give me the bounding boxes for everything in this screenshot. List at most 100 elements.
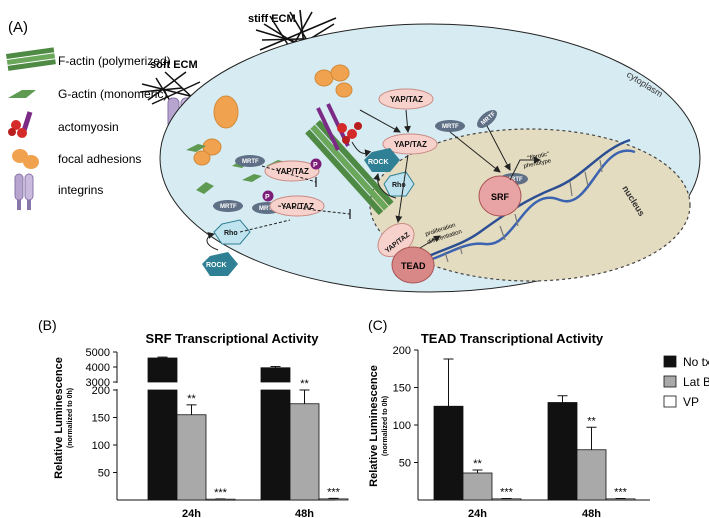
actomyosin-icon [8,111,33,138]
mrtf-text-3: MRTF [259,206,276,212]
chart-b-tick-label: 100 [92,440,110,452]
chart-b-sig-label: ** [300,378,309,390]
chart-b-bar [289,403,320,501]
chart-b-tick-label: 4000 [86,362,110,374]
chart-c-tick-label: 150 [393,383,411,395]
chart-b-sig-label: *** [214,487,228,499]
yap-taz-text-4: YAP/TAZ [281,202,314,211]
chart-c-bar [491,498,522,501]
g-actin-icon [8,90,36,98]
chart-c-title: TEAD Transcriptional Activity [421,331,604,346]
chart-c-tick-label: 200 [393,345,411,357]
legend-g-actin: G-actin (monomeric) [58,87,167,101]
chart-b-ylabel-sub: (normalized to 0h) [67,388,74,448]
focal-adhesions-soft [193,95,239,166]
actomyosin [316,103,362,151]
yap-taz-nodes [264,88,438,258]
focal-adhesion-icon [12,149,39,169]
chart-b-tick-label: 50 [98,468,110,480]
srf-node [478,175,522,217]
chart-c-tick-label: 50 [399,458,411,470]
legend-integrins: integrins [58,183,103,197]
panel-a-label: (A) [8,19,28,36]
phospho-text-2: P [265,194,270,201]
chart-c-bar [462,472,493,501]
rock-text-2: ROCK [206,262,227,269]
legend-f-actin: F-actin (polymerized) [58,54,171,68]
chart-c-bar [547,402,578,501]
mrtf-text-2: MRTF [220,204,237,210]
chart-c-ylabel-sub: (normalized to 0h) [382,396,389,456]
chart-b-title: SRF Transcriptional Activity [146,331,320,346]
nucleus [369,128,691,282]
yap-taz-text-3: YAP/TAZ [276,167,309,176]
legend-swatch-no-tx [663,355,677,368]
rho-text-2: Rho [224,230,238,237]
f-actin-icon [6,47,56,71]
chart-c-ylabel-main: Relative Luminescence [368,365,380,487]
chart-b-category-label: 24h [182,508,201,518]
chart-b-bar [260,367,291,383]
chart-b-bar [318,498,349,501]
chart-b-sig-label: *** [327,486,341,498]
panel-b-label: (B) [38,317,57,333]
chart-b-tick-label: 150 [92,413,110,425]
soft-ecm-fibers [139,71,201,105]
phospho-text-1: P [313,162,318,169]
mrtf-text-4: MRTF [442,124,459,130]
legend-label-vp: VP [683,395,699,409]
legend-label-no-tx: No tx [683,355,709,369]
yap-taz-text-1: YAP/TAZ [390,95,423,104]
tead-node [391,246,435,284]
srf-outcome-2: phenotype [523,158,552,170]
integrin-icon [14,173,34,210]
rock-text-1: ROCK [368,159,389,166]
pathway-arrows [206,109,541,251]
chart-c-tick-label: 100 [393,420,411,432]
chart-b-bar [260,389,291,501]
phospho-markers [262,158,322,202]
chart-c-bar [433,405,464,501]
chart-c-category-label: 48h [582,508,601,518]
legend-a: F-actin (polymerized) G-actin (monomeric… [6,47,171,210]
panel-c-label: (C) [368,317,387,333]
chart-b-bar [147,357,178,383]
srf-text: SRF [491,192,510,202]
rock-rho-inactive [202,219,251,276]
chart-b-tick-label: 200 [92,385,110,397]
chart-b-bar [176,414,207,501]
soft-ecm-label: soft ECM [150,59,198,71]
tead-text: TEAD [401,261,426,271]
chart-c-sig-label: ** [473,458,482,470]
inhibition-lines [239,165,351,233]
chart-legend: No tx Lat B VP [663,355,709,409]
chart-c-ylabel: Relative Luminescence (normalized to 0h) [368,365,389,487]
chart-c-bar [576,449,607,501]
chart-c-sig-label: ** [587,415,596,427]
chart-c-sig-label: *** [614,487,628,499]
yap-taz-text-2: YAP/TAZ [394,140,427,149]
chart-c-bar [605,498,636,501]
legend-swatch-vp [663,395,677,408]
legend-label-lat-b: Lat B [683,375,709,389]
rock-rho-active [364,148,415,197]
legend-focal-adhesions: focal adhesions [58,152,141,166]
legend-actomyosin: actomyosin [58,120,119,134]
chart-b-bar [147,389,178,501]
mrtf-text-6: MRTF [506,177,523,183]
chart-b-ylabel: Relative Luminescence (normalized to 0h) [53,357,74,479]
chart-b-sig-label: ** [187,393,196,405]
chart-c-category-label: 24h [468,508,487,518]
mrtf-text-1: MRTF [242,159,259,165]
focal-adhesions-stiff [314,64,353,98]
chart-b-tick-label: 5000 [86,347,110,359]
chart-b-ylabel-main: Relative Luminescence [53,357,65,479]
chart-c-sig-label: *** [500,487,514,499]
chart-b-category-label: 48h [295,508,314,518]
rho-text-1: Rho [392,182,406,189]
legend-swatch-lat-b [663,375,677,388]
chart-b-tick-label: 3000 [86,377,110,389]
